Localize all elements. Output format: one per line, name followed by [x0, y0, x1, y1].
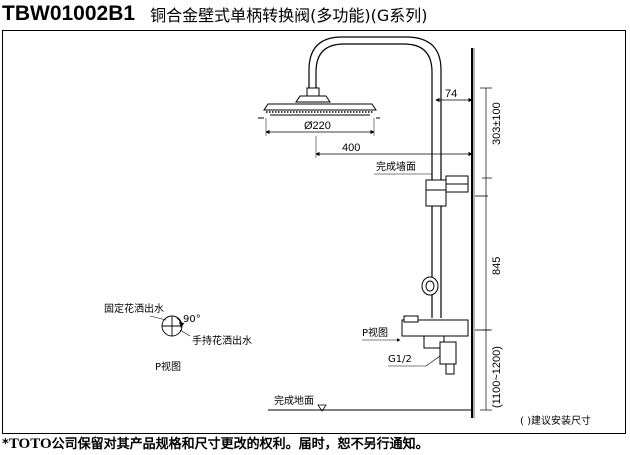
thread-label: G1/2 [388, 354, 412, 365]
finished-floor-label: 完成地面 [274, 394, 314, 407]
dim-top-height-text: 303±100 [491, 102, 503, 145]
hand-shower-label: 手持花洒出水 [192, 334, 252, 347]
footer-text: 公司保留对其产品规格和尺寸更改的权利。届时，恕不另行通知。 [51, 437, 429, 452]
dim-offset-text: 74 [445, 88, 457, 100]
wall-bracket [425, 175, 488, 207]
floor [268, 404, 472, 412]
drawing-frame [2, 30, 626, 434]
dim-head-diameter-text: Ø220 [304, 120, 331, 132]
riser-pipe [308, 36, 442, 318]
page-footer: *TOTO公司保留对其产品规格和尺寸更改的权利。届时，恕不另行通知。 [2, 434, 429, 454]
dim-head-diameter: Ø220 [265, 118, 375, 136]
diverter-knob [421, 276, 439, 296]
finished-wall-label: 完成墙面 [376, 160, 416, 173]
dim-arm-length: 400 [315, 136, 473, 158]
product-title: 铜合金壁式单柄转换阀(多功能)(G系列) [150, 6, 428, 25]
mixing-valve [401, 315, 490, 375]
shower-head [258, 87, 380, 119]
p-view-small-label: P视图 [155, 360, 181, 373]
dim-offset: 74 [435, 88, 473, 103]
wall [471, 48, 475, 418]
p-view-label: P视图 [362, 326, 388, 339]
dim-vertical [480, 87, 492, 411]
fixed-shower-label: 固定花洒出水 [104, 302, 164, 315]
model-number: TBW01002B1 [2, 2, 136, 25]
p-view-detail [161, 315, 191, 337]
dim-riser-height-text: 845 [491, 257, 503, 275]
angle-label: 90° [183, 314, 201, 325]
footer-brand: TOTO [8, 436, 52, 452]
page-header: TBW01002B1 铜合金壁式单柄转换阀(多功能)(G系列) [2, 2, 428, 28]
install-note: ( )建议安装尺寸 [520, 414, 591, 427]
dim-install-height-text: (1100~1200) [491, 346, 503, 408]
footer-star: * [2, 437, 9, 452]
dim-arm-length-text: 400 [342, 142, 360, 154]
